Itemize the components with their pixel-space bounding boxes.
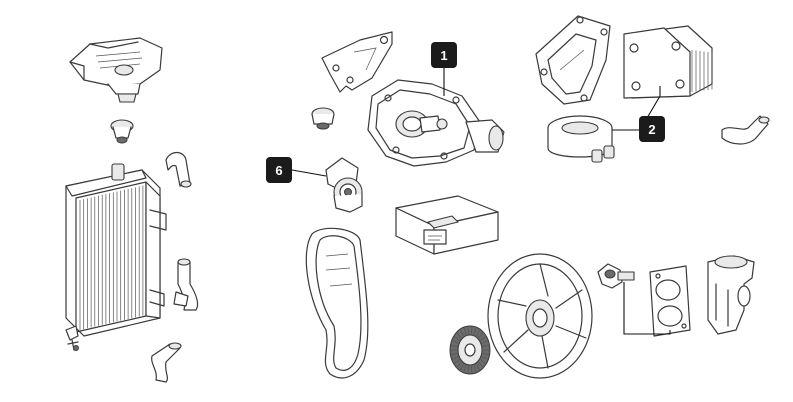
pump-gasket	[321, 31, 393, 93]
temperature-sensor	[65, 325, 79, 351]
oil-cooler	[547, 115, 615, 163]
upper-hose	[165, 151, 192, 188]
parts-box	[395, 195, 499, 255]
radiator-cap	[110, 119, 134, 144]
elbow-hose	[151, 342, 182, 383]
expansion-tank	[69, 37, 163, 103]
cooling-fan	[487, 253, 593, 379]
belt-tensioner	[325, 157, 363, 213]
oil-cooler-core	[623, 25, 713, 99]
drive-belt	[305, 227, 369, 379]
lower-hose	[173, 258, 199, 311]
fan-clutch	[449, 325, 491, 375]
bypass-hose	[721, 115, 770, 145]
radiator	[65, 163, 167, 337]
water-pump	[367, 79, 505, 167]
callout-6-label: 6	[275, 163, 282, 178]
thermostat	[311, 107, 335, 130]
cooler-gasket	[535, 15, 611, 105]
callout-1-label: 1	[440, 48, 447, 63]
temperature-switch	[597, 263, 635, 289]
callout-1-badge: 1	[431, 42, 457, 68]
callout-6-badge: 6	[266, 157, 292, 183]
callout-2-badge: 2	[639, 116, 665, 142]
callout-2-label: 2	[648, 122, 655, 137]
housing-gasket	[649, 265, 691, 337]
thermostat-housing	[707, 255, 755, 335]
